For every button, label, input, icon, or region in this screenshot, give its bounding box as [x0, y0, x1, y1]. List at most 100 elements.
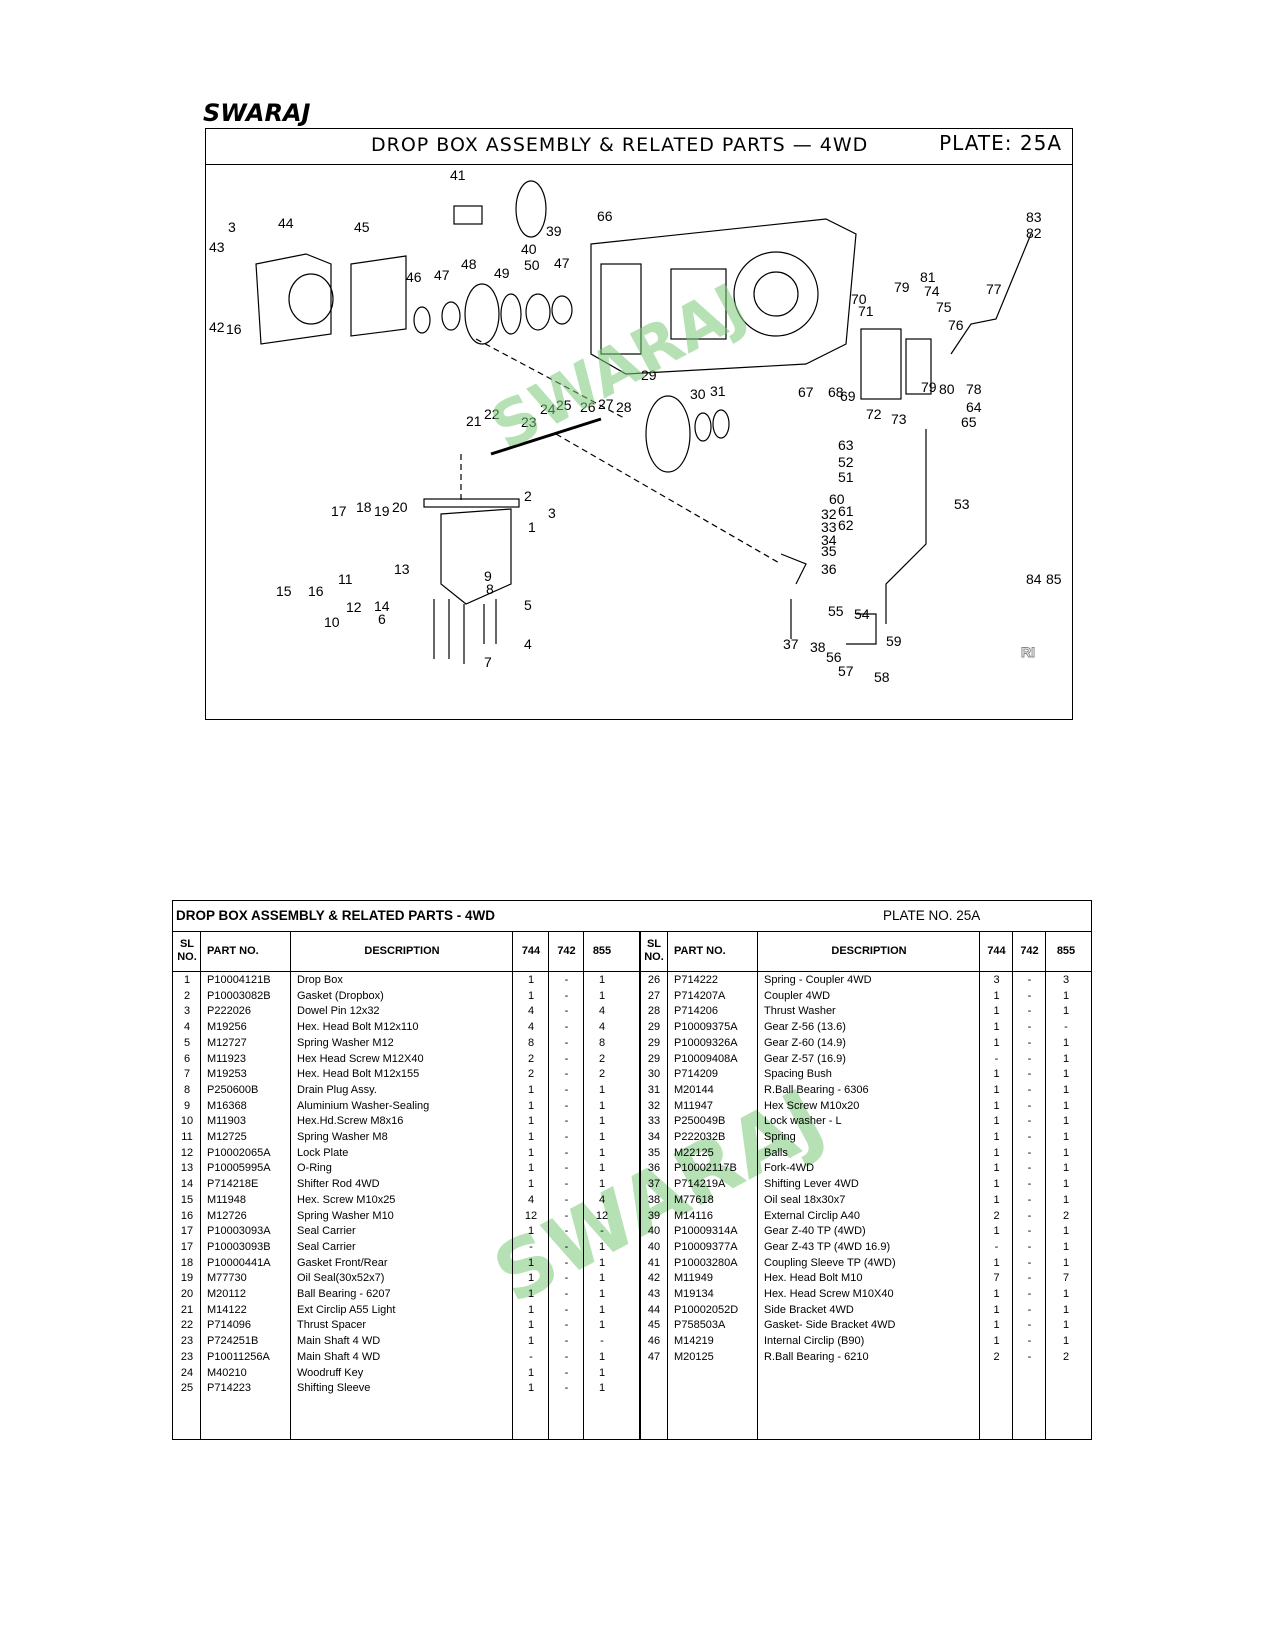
qty-742-cell: - — [1027, 1225, 1032, 1238]
qty-855-cell: 1 — [598, 1272, 606, 1285]
description-cell: Coupler 4WD — [764, 989, 831, 1002]
sl-cell: 22 — [180, 1319, 194, 1332]
svg-text:29: 29 — [641, 367, 657, 383]
col-description-right: DESCRIPTION — [831, 944, 907, 957]
svg-text:45: 45 — [354, 219, 370, 235]
plate-title: DROP BOX ASSEMBLY & RELATED PARTS — 4WD — [371, 134, 869, 156]
coupling-sleeve-41 — [453, 205, 483, 225]
svg-text:15: 15 — [276, 583, 292, 599]
part-number-cell: P10009375A — [674, 1021, 738, 1034]
description-cell: Shifter Rod 4WD — [297, 1178, 380, 1191]
col-744-right: 744 — [987, 944, 1006, 957]
part-number-cell: P10000441A — [207, 1256, 271, 1269]
parts-table: DROP BOX ASSEMBLY & RELATED PARTS - 4WD … — [172, 900, 1092, 1440]
sl-cell: 23 — [180, 1335, 194, 1348]
qty-855-cell: 1 — [1062, 1036, 1070, 1049]
sl-cell: 15 — [180, 1193, 194, 1206]
qty-742-cell: - — [1027, 989, 1032, 1002]
part-number-cell: P10002117B — [674, 1162, 737, 1175]
qty-744-cell: 2 — [993, 1209, 1000, 1222]
part-number-cell: P10009408A — [674, 1052, 738, 1065]
col-855-right: 855 — [1056, 944, 1076, 957]
qty-742-cell: - — [1027, 1162, 1032, 1175]
sl-cell: 38 — [647, 1193, 661, 1206]
qty-742-cell: - — [1027, 1272, 1032, 1285]
svg-text:82: 82 — [1026, 225, 1042, 241]
svg-text:13: 13 — [394, 561, 410, 577]
qty-855-cell: 1 — [598, 1099, 606, 1112]
sl-cell: 25 — [180, 1382, 194, 1395]
parts-table-right: SL NO. PART NO. DESCRIPTION 744 742 855 … — [639, 931, 1092, 1439]
description-cell: Hex Screw M10x20 — [764, 1099, 860, 1112]
sl-cell: 16 — [180, 1209, 194, 1222]
svg-text:60: 60 — [829, 491, 845, 507]
sl-cell: 47 — [647, 1350, 661, 1363]
col-part-no: PART NO. — [207, 944, 259, 957]
svg-text:35: 35 — [821, 543, 837, 559]
part-number-cell: P714206 — [674, 1005, 719, 1018]
qty-744-cell: 1 — [993, 1021, 1000, 1034]
description-cell: Lock washer - L — [764, 1115, 842, 1128]
qty-742-cell: - — [564, 1225, 569, 1238]
svg-text:74: 74 — [924, 283, 940, 299]
qty-742-cell: - — [564, 1240, 569, 1253]
part-number-cell: M22125 — [674, 1146, 714, 1159]
qty-744-cell: 1 — [993, 1256, 1000, 1269]
svg-text:12: 12 — [346, 599, 362, 615]
qty-742-cell: - — [564, 1193, 569, 1206]
svg-text:85: 85 — [1046, 571, 1062, 587]
sl-cell: 19 — [180, 1272, 194, 1285]
part-number-cell: P714222 — [674, 974, 719, 986]
sl-cell: 11 — [181, 1131, 193, 1143]
qty-744-cell: 1 — [527, 1335, 535, 1348]
sl-cell: 39 — [647, 1209, 661, 1222]
svg-text:70: 70 — [851, 291, 867, 307]
qty-742-cell: - — [1027, 1178, 1032, 1191]
qty-742-cell: - — [564, 989, 569, 1002]
qty-742-cell: - — [564, 1319, 569, 1332]
svg-text:50: 50 — [524, 257, 540, 273]
qty-742-cell: - — [564, 1272, 569, 1285]
description-cell: Drain Plug Assy. — [297, 1083, 377, 1096]
svg-text:8: 8 — [486, 581, 494, 597]
svg-text:79: 79 — [921, 379, 937, 395]
qty-744-cell: 1 — [993, 1068, 1000, 1081]
part-number-cell: P10003280A — [674, 1256, 738, 1269]
description-cell: Hex. Head Screw M10X40 — [764, 1288, 894, 1300]
part-number-cell: M19256 — [207, 1021, 247, 1034]
qty-742-cell: - — [1027, 1303, 1032, 1316]
description-cell: Gasket Front/Rear — [297, 1256, 388, 1269]
qty-744-cell: 1 — [527, 1162, 535, 1175]
qty-744-cell: 1 — [993, 1036, 1000, 1049]
qty-742-cell: - — [564, 1256, 569, 1269]
qty-742-cell: - — [1027, 1350, 1032, 1363]
svg-text:6: 6 — [378, 611, 386, 627]
plate-number: PLATE: 25A — [939, 131, 1062, 155]
housing-bearing-bore — [733, 251, 819, 337]
description-cell: Shifting Lever 4WD — [764, 1178, 859, 1191]
lever-77 — [950, 233, 1032, 355]
svg-text:61: 61 — [838, 503, 854, 519]
part-number-cell: P724251B — [207, 1335, 259, 1348]
svg-text:77: 77 — [986, 281, 1002, 297]
qty-744-cell: 1 — [527, 1319, 535, 1332]
description-cell: Hex Head Screw M12X40 — [297, 1052, 424, 1065]
description-cell: Hex. Head Bolt M12x110 — [297, 1021, 419, 1034]
qty-744-cell: 1 — [527, 1303, 535, 1316]
qty-744-cell: - — [994, 1052, 999, 1065]
svg-text:34: 34 — [821, 532, 837, 548]
qty-744-cell: 12 — [524, 1209, 538, 1222]
svg-text:49: 49 — [494, 265, 510, 281]
housing-window-left — [600, 263, 642, 355]
